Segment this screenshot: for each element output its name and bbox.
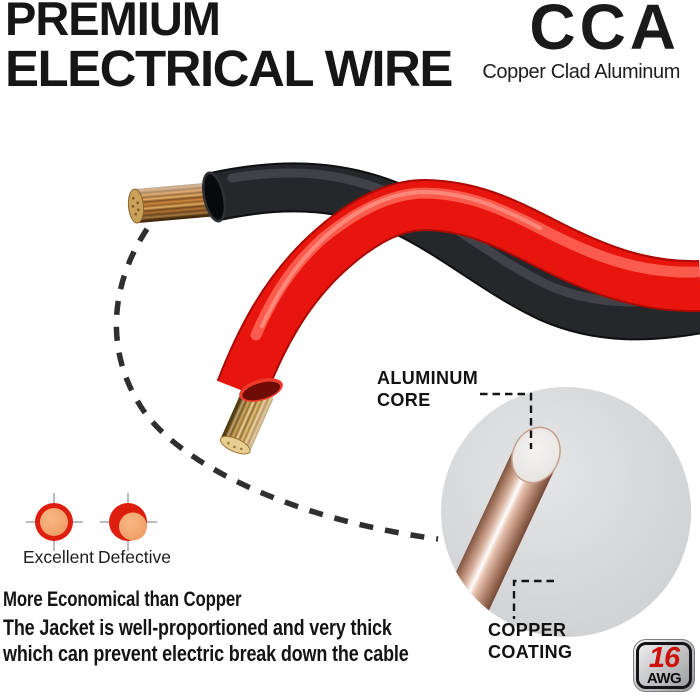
black-wire-copper-strands bbox=[127, 181, 223, 224]
aluminum-core-ellipse bbox=[511, 426, 561, 484]
dot bbox=[136, 201, 140, 205]
opening-hole-red bbox=[242, 381, 281, 401]
red-wire bbox=[216, 178, 700, 402]
red-wire-highlight bbox=[260, 189, 542, 328]
strand-tip-dots-black bbox=[131, 196, 140, 216]
strand-bundle-red-shade bbox=[221, 385, 273, 453]
title-line1: PREMIUM bbox=[5, 0, 221, 45]
product-code-subtitle: Copper Clad Aluminum bbox=[482, 61, 680, 83]
callout-dash-aluminum-core bbox=[480, 392, 533, 449]
copper-coating-label: COPPER COATING bbox=[488, 619, 572, 663]
awg-size: 16 bbox=[648, 642, 680, 674]
product-code-block: CCA Copper Clad Aluminum bbox=[482, 0, 680, 83]
awg-badge: 16 AWG bbox=[633, 639, 695, 692]
jacket-description-line2: which can prevent electric break down th… bbox=[3, 640, 409, 666]
excellent-sample-circle bbox=[35, 503, 73, 541]
dot bbox=[136, 208, 140, 212]
dot bbox=[131, 204, 135, 208]
defective-label: Defective bbox=[98, 547, 171, 567]
quality-samples bbox=[26, 493, 157, 551]
jacket-description: The Jacket is well-proportioned and very… bbox=[3, 615, 409, 666]
black-jacket-opening bbox=[201, 171, 227, 223]
product-code: CCA bbox=[529, 0, 680, 63]
strand-tip-dots-red bbox=[227, 441, 243, 451]
dot bbox=[239, 447, 243, 451]
excellent-label: Excellent bbox=[23, 547, 95, 567]
black-wire-jacket bbox=[208, 164, 700, 339]
page-title: PREMIUM ELECTRICAL WIRE bbox=[5, 0, 453, 97]
strand-bundle-black-shade bbox=[132, 181, 223, 223]
callout-dash-copper-coating bbox=[512, 579, 554, 619]
defective-core-offset bbox=[119, 512, 147, 541]
awg-badge-frame bbox=[636, 642, 692, 689]
jacket-description-line1: The Jacket is well-proportioned and very… bbox=[3, 615, 392, 640]
excellent-core bbox=[40, 508, 68, 536]
aluminum-core-label: ALUMINUM CORE bbox=[377, 367, 478, 411]
red-jacket-opening bbox=[239, 378, 283, 402]
awg-unit: AWG bbox=[646, 670, 682, 687]
red-wire-copper-strands bbox=[219, 385, 273, 455]
defective-sample-circle bbox=[109, 503, 147, 541]
benefit-line: More Economical than Copper bbox=[3, 588, 242, 611]
aluminum-core-label-line1: ALUMINUM bbox=[377, 368, 479, 388]
dot bbox=[134, 212, 138, 216]
dot bbox=[233, 445, 236, 449]
dot bbox=[227, 441, 230, 445]
aluminum-core-label-line2: CORE bbox=[377, 390, 431, 410]
opening-hole-black bbox=[204, 174, 224, 220]
dot bbox=[131, 196, 135, 200]
strand-tip-red bbox=[219, 435, 251, 455]
copper-coating-label-line2: COATING bbox=[488, 642, 573, 662]
copper-coating-label-line1: COPPER bbox=[488, 620, 567, 640]
black-wire bbox=[201, 162, 700, 341]
title-line2: ELECTRICAL WIRE bbox=[5, 40, 453, 97]
red-wire-jacket bbox=[218, 180, 700, 399]
